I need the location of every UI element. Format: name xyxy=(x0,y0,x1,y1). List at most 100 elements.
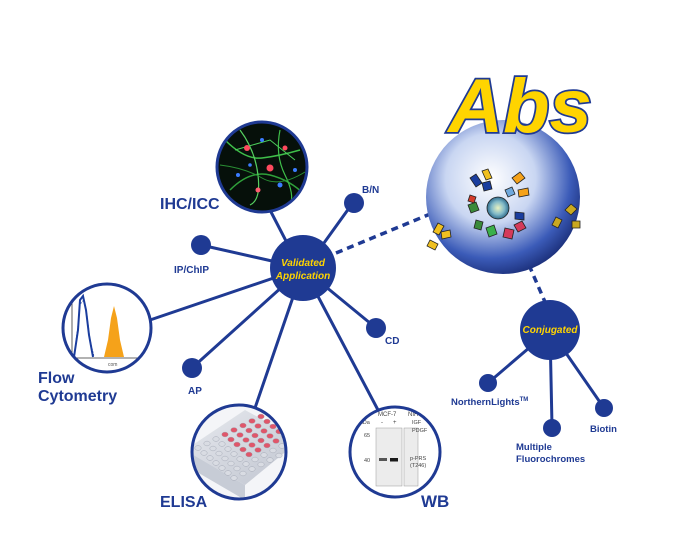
plate-well xyxy=(275,452,283,459)
node-biotin xyxy=(595,399,613,417)
label-bn: B/N xyxy=(362,185,379,196)
label-cd: CD xyxy=(385,336,399,347)
label-ihc: IHC/ICC xyxy=(160,196,220,213)
plate-well xyxy=(257,437,265,444)
abs-title: Abs xyxy=(446,64,592,149)
plate-well xyxy=(227,460,235,467)
antibody-icon xyxy=(426,222,452,251)
plate-well xyxy=(194,445,202,451)
plate-well xyxy=(239,422,247,429)
plate-well xyxy=(263,442,271,449)
label-biotin: Biotin xyxy=(590,424,617,435)
plate-well xyxy=(288,439,294,444)
wb-col1: MCF-7 xyxy=(378,412,397,418)
validated-application-hub: Validated Application xyxy=(270,235,336,301)
plate-well xyxy=(245,451,253,458)
plate-well xyxy=(266,433,274,439)
wb-right-label-1: IGF xyxy=(412,420,422,426)
plate-well xyxy=(272,438,280,444)
plate-well xyxy=(251,456,259,463)
wb-blot: MCF-7 NIH kDa - + 65 40 IGF PDGF p-PRS (… xyxy=(360,412,428,487)
plate-well xyxy=(215,450,223,457)
plate-well xyxy=(297,435,303,440)
flow-image-node: com xyxy=(61,282,153,374)
plate-well xyxy=(230,475,238,481)
plate-well xyxy=(203,440,211,447)
plate-well xyxy=(269,423,277,430)
plate-well xyxy=(236,432,244,438)
label-northernlights: NorthernLightsTM xyxy=(451,397,528,408)
plate-well xyxy=(230,451,238,457)
wb-sign2: + xyxy=(393,420,397,426)
plate-well xyxy=(260,452,268,458)
plate-well xyxy=(303,440,309,445)
plate-well xyxy=(294,444,300,449)
wb-band-label-2: (T246) xyxy=(410,463,426,469)
plate-well xyxy=(209,445,217,452)
plate-well xyxy=(251,432,259,439)
flow-axis-label: com xyxy=(108,362,117,368)
label-elisa: ELISA xyxy=(160,494,208,511)
plate-well xyxy=(224,446,232,452)
plate-well xyxy=(284,424,286,430)
ihc-image-node xyxy=(215,120,309,214)
plate-well xyxy=(291,430,297,435)
label-multiple-1: Multiple xyxy=(516,442,552,453)
label-flow-2: Cytometry xyxy=(38,388,117,405)
node-ip xyxy=(191,235,211,255)
antibody-icon xyxy=(502,220,527,240)
plate-well xyxy=(221,431,229,438)
plate-well xyxy=(200,450,208,456)
plate-well xyxy=(206,455,214,461)
wb-marker-65: 65 xyxy=(364,433,370,439)
plate-well xyxy=(239,446,247,453)
antibody-icon xyxy=(469,173,493,192)
plate-well xyxy=(242,461,250,467)
plate-well xyxy=(245,427,253,434)
plate-well xyxy=(248,466,256,472)
node-ap xyxy=(182,358,202,378)
plate-well xyxy=(242,437,250,443)
flow-histogram: com xyxy=(71,293,140,368)
plate-well xyxy=(248,418,256,424)
northernlights-text: NorthernLights xyxy=(451,397,520,408)
plate-well xyxy=(236,456,244,462)
wb-col2: NIH xyxy=(408,412,418,418)
trademark-mark: TM xyxy=(520,397,529,403)
wb-marker-40: 40 xyxy=(364,458,370,464)
label-flow-1: Flow xyxy=(38,370,75,387)
plate-well xyxy=(260,428,268,434)
plate-well xyxy=(257,461,265,468)
node-northernlights xyxy=(479,374,497,392)
antibody-icon xyxy=(504,186,516,198)
label-ip: IP/ChIP xyxy=(174,265,209,276)
dashed-link-conjugated xyxy=(527,264,547,303)
plate-well xyxy=(224,470,232,476)
plate-well xyxy=(212,460,220,466)
plate-well xyxy=(233,441,241,448)
plate-well xyxy=(266,457,274,463)
plate-well xyxy=(218,441,226,447)
elisa-plate xyxy=(192,409,309,499)
antibody-icon xyxy=(467,194,477,204)
antibody-icon xyxy=(485,224,498,238)
cell-icon xyxy=(486,196,510,220)
hub-line-1: Validated xyxy=(281,258,326,269)
plate-well xyxy=(263,418,271,425)
plate-well xyxy=(230,427,238,433)
abs-sphere: Abs xyxy=(426,62,594,274)
plate-well xyxy=(227,436,235,443)
label-wb: WB xyxy=(421,492,449,511)
plate-well xyxy=(218,465,226,471)
wb-band-label-1: p-PRS xyxy=(410,456,427,462)
wb-right-label-2: PDGF xyxy=(412,428,428,434)
plate-well xyxy=(254,423,262,429)
antibody-cluster xyxy=(426,168,581,251)
wb-kda: kDa xyxy=(360,420,371,426)
plate-well xyxy=(254,447,262,453)
wb-sign1: - xyxy=(381,420,383,426)
dashed-link-abs xyxy=(335,210,436,255)
plate-well xyxy=(239,470,247,477)
antibody-icon xyxy=(511,171,530,198)
